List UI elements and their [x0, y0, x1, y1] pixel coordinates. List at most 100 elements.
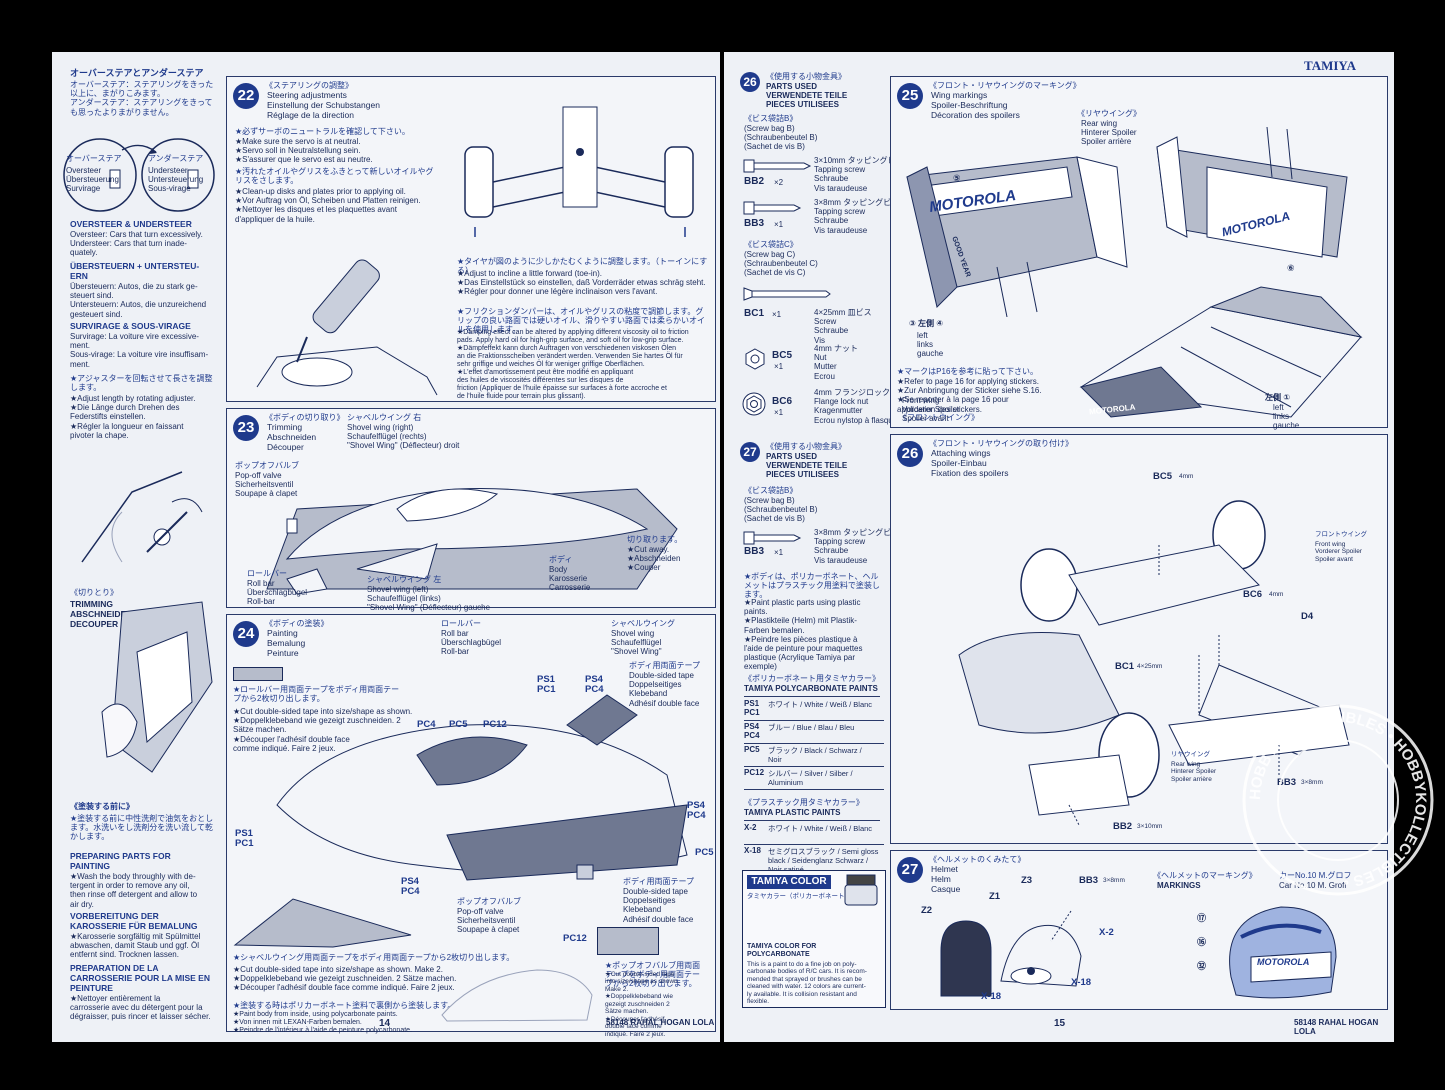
bb2-desc: 3×10mm タッピングビス Tapping screw Schraube Vi… — [814, 156, 904, 193]
step-24-jp-title: 《ボディの塗装》 — [265, 619, 329, 628]
poly-paint-desc: ブルー / Blue / Blau / Bleu — [768, 723, 855, 732]
tamiya-color-text: This is a paint to do a fine job on poly… — [747, 961, 867, 1006]
step-23-title: Trimming Abschneiden Découper — [267, 422, 317, 452]
step-25-title: Wing markings Spoiler-Beschriftung Décor… — [931, 90, 1020, 120]
step-24-note-popoff: ★Cut double-sided tape into size/shape a… — [605, 971, 680, 1038]
callout-pc12-a: PC12 — [483, 719, 507, 730]
preparing-en-head: PREPARING PARTS FOR PAINTING — [70, 851, 171, 871]
step-25-rear-jp: 《リヤウイング》 — [1077, 109, 1141, 118]
callout-pc12-b: PC12 — [563, 933, 587, 944]
step-23-number: 23 — [233, 415, 259, 441]
bc1-code: BC1 — [744, 308, 765, 319]
step-23-shovel-l-jp: シャベルウイング 左 — [367, 575, 442, 584]
bb2-code: BB2 — [744, 176, 765, 187]
step-24-tape: Double-sided tape Doppelseitiges Klebeba… — [629, 671, 700, 708]
marker-16: ⑯ — [1197, 937, 1207, 947]
bb3-code-2: BB3 — [744, 546, 765, 557]
markings-jp: 《ヘルメットのマーキング》 — [1153, 871, 1257, 880]
label-bc5: BC5 — [1153, 471, 1173, 482]
step-24-title: Painting Bemalung Peinture — [267, 628, 306, 658]
parts-27-note-jp: ★ボディは、ポリカーボネート、ヘルメットはプラスチック用塗料で塗装します。 — [744, 572, 880, 600]
poly-paint-desc: ホワイト / White / Weiß / Blanc — [768, 700, 873, 709]
adjuster-jp: ★アジャスターを回転させて長さを調整します。 — [70, 374, 213, 393]
plastic-paint-code: X-2 — [744, 823, 757, 832]
label-z3: Z3 — [1021, 875, 1033, 886]
front-wing-diagram — [1079, 286, 1363, 418]
step-27-panel: 27 《ヘルメットのくみたて》 Helmet Helm Casque Z2 Z1… — [890, 850, 1388, 1010]
label-z2: Z2 — [921, 905, 933, 916]
parts-27-note: ★Paint plastic parts using plastic paint… — [744, 598, 863, 672]
rear-wing-right-diagram — [1156, 126, 1348, 258]
bb3-screw-icon — [743, 201, 802, 215]
label-x18-a: X-18 — [1071, 977, 1092, 988]
tamiya-color-logo: TAMIYA COLOR — [747, 875, 831, 889]
step-22-note1-jp: ★必ずサーボのニュートラルを確認して下さい。 — [235, 127, 410, 136]
step-24-tape2-jp: ボディ用両面テープ — [623, 877, 694, 886]
callout-ps4-pc4-b: PS4 PC4 — [687, 800, 706, 822]
step-25-jp-title: 《フロント・リヤウイングのマーキング》 — [929, 81, 1081, 90]
label-bb3-size: 3×8mm — [1301, 779, 1323, 786]
marker-6: ⑥ — [1287, 263, 1295, 273]
parts-26-bagB-jp: 《ビス袋詰B》 — [744, 114, 798, 123]
step-25-rear: Rear wing Hinterer Spoiler Spoiler arriè… — [1081, 119, 1137, 147]
step-23-shovel-l: Shovel wing (left) Schaufelflügel (links… — [367, 585, 491, 613]
preparing-jp-title: 《塗装する前に》 — [70, 802, 134, 811]
callout-ps4-pc4-a: PS4 PC4 — [585, 674, 604, 696]
step-22-note3-jp: ★タイヤが図のように少しかたむくように調整します。（トーインにする） — [457, 257, 708, 276]
label-bb3: BB3 — [1277, 777, 1297, 788]
step-22-title: Steering adjustments Einstellung der Sch… — [267, 90, 380, 120]
preparing-jp-text: ★塗装する前に中性洗剤で油気をおとします。水洗いをし洗剤分を洗い流して乾かします… — [70, 814, 214, 842]
oversteer-fr-head: SURVIRAGE & SOUS-VIRAGE — [70, 321, 191, 331]
poly-paint-code: PC12 — [744, 768, 765, 777]
step-23-rollbar-jp: ロールバー — [247, 569, 287, 578]
rear-wing-left-diagram — [906, 156, 1128, 317]
label-x2: X-2 — [1099, 927, 1114, 938]
step-23-cut: ★Cut away. ★Abschneiden ★Couper — [627, 545, 681, 573]
bb2-screw-icon — [743, 159, 812, 173]
oversteer-en-text: Oversteer: Cars that turn excessively. U… — [70, 230, 203, 258]
body-sketch — [441, 969, 593, 1022]
left-marker-34-text: left links gauche — [917, 331, 944, 359]
poly-paint-desc: シルバー / Silver / Silber / Aluminium — [768, 769, 853, 787]
preparing-de-head: VORBEREITUNG DER KAROSSERIE FÜR BEMALUNG — [70, 911, 198, 931]
plastic-paint-desc: セミグロスブラック / Semi gloss black / Seidengla… — [768, 847, 879, 874]
watermark-stamp: HOBBYKOLLECTIBLES • HOBBYKOLLECTIBLES • — [1242, 704, 1434, 896]
label-bb2: BB2 — [1113, 821, 1133, 832]
label-bc5-size: 4mm — [1179, 473, 1194, 480]
step-22-note3: ★Adjust to incline a little forward (toe… — [457, 269, 706, 297]
step-23-body-jp: ボディ — [549, 555, 573, 564]
oversteer-de-text: Übersteuern: Autos, die zu stark ge- ste… — [70, 282, 207, 319]
label-bc6-size: 4mm — [1269, 591, 1284, 598]
helmet-motorola-sticker: MOTOROLA — [1257, 957, 1310, 967]
step-23-popoff: Pop-off valve Sicherheitsventil Soupape … — [235, 471, 298, 499]
step-23-popoff-jp: ポップオフバルブ — [235, 461, 299, 470]
callout-ps1-pc1-b: PS1 PC1 — [235, 828, 254, 850]
bc6-qty: ×1 — [774, 408, 784, 417]
oil-bottle-illustration — [256, 259, 438, 396]
step-25-note: ★Refer to page 16 for applying stickers.… — [897, 377, 1042, 414]
left-page: オーバーステアとアンダーステア オーバーステア：ステアリングをきった以上に、まが… — [52, 52, 720, 1042]
marker-17: ⑰ — [1197, 913, 1207, 923]
over-en-label: Oversteer Übersteuerung Survirage — [66, 166, 119, 194]
tamiya-color-jp: タミヤカラー（ポリカーボネート用） — [747, 893, 858, 900]
left-marker-1-text: left links gauche — [1273, 403, 1300, 431]
label-bc1: BC1 — [1115, 661, 1135, 672]
step-24-note-shovel: ★Cut double-sided tape into size/shape a… — [233, 965, 457, 993]
step-25-note-jp: ★マークはP16を参考に貼って下さい。 — [897, 367, 1039, 376]
step-23-panel: 23 《ボディの切り取り》 Trimming Abschneiden Décou… — [226, 408, 716, 612]
painting-diagram — [276, 694, 688, 881]
trimming-jp: 《切りとり》 — [70, 588, 118, 597]
bb3-qty-2: ×1 — [774, 548, 784, 557]
under-en-label: Understeer Untersteuerung Sous-virage — [148, 166, 204, 194]
step-22-note4-jp: ★フリクションダンパーは、オイルやグリスの粘度で調節します。グリップの良い路面で… — [457, 307, 705, 335]
preparing-de-text: ★Karosserie sorgfältig mit Spülmittel ab… — [70, 932, 201, 960]
step-22-note1: ★Make sure the servo is at neutral. ★Ser… — [235, 137, 373, 165]
step-24-popoff: Pop-off valve Sicherheitsventil Soupape … — [457, 907, 520, 935]
poly-paints-jp: 《ポリカーボネート用タミヤカラー》 — [744, 674, 880, 683]
oversteer-jp-title: オーバーステアとアンダーステア — [70, 68, 204, 78]
right-page: TAMIYA 26 《使用する小物金具》 PARTS USED VERWENDE… — [724, 52, 1394, 1042]
parts-26-bagB: (Screw bag B) (Schraubenbeutel B) (Sache… — [744, 124, 818, 152]
parts-27-bagB: (Screw bag B) (Schraubenbeutel B) (Sache… — [744, 496, 818, 524]
